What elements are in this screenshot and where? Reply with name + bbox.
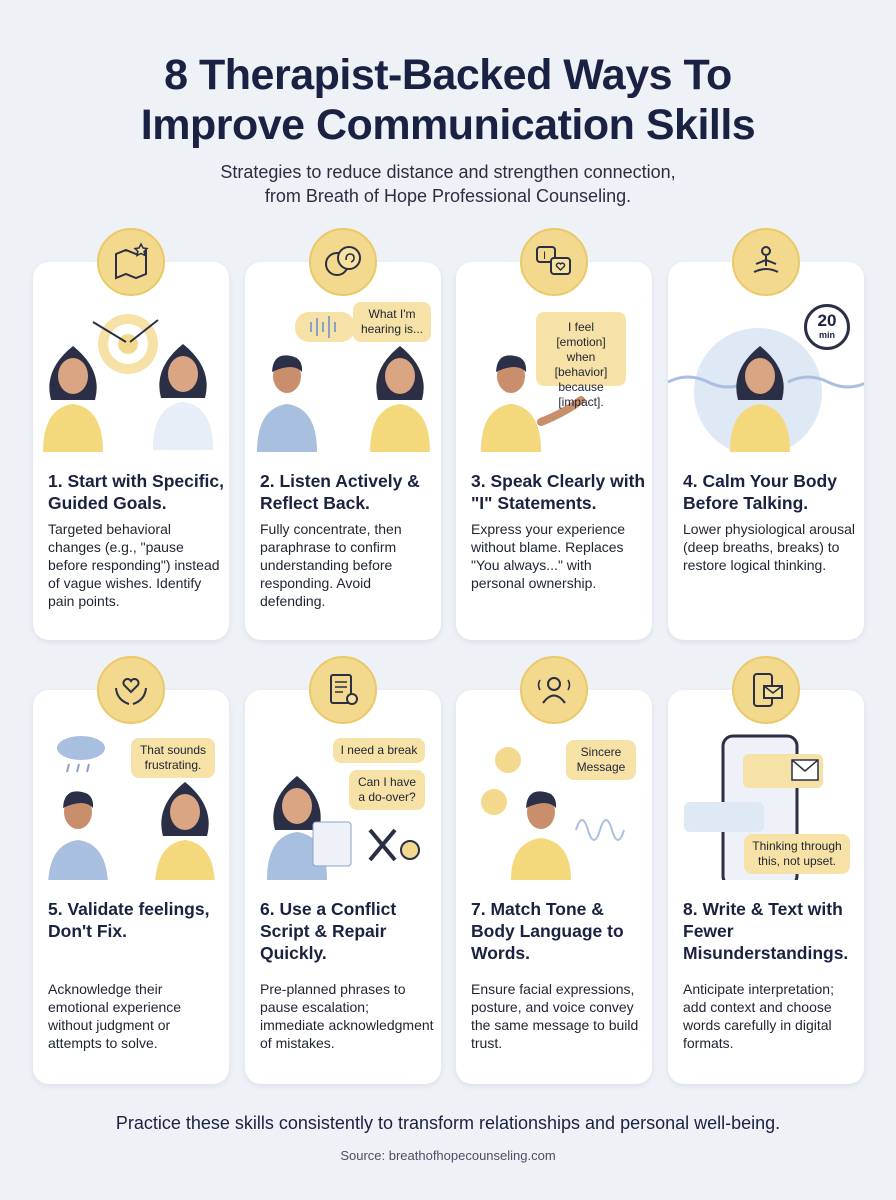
script-gear-icon [309,656,377,724]
card-title: 5. Validate feelings, Don't Fix. [48,899,210,941]
source-text: Source: breathofhopecounseling.com [340,1148,556,1163]
card-body: Anticipate interpretation; add context a… [683,981,834,1051]
validate-illustration [48,736,215,880]
timer-20-min: 20 min [804,304,850,350]
card-body: Targeted behavioral changes (e.g., "paus… [48,521,220,609]
map-star-icon [97,228,165,296]
card-body: Express your experience without blame. R… [471,521,626,591]
card-6: I need a break Can I have a do-over? 6. … [245,656,441,1084]
speech-bubble: I feel [emotion] when [behavior] because… [536,312,626,409]
card-title: 4. Calm Your Body Before Talking. [683,471,837,513]
card-title: 6. Use a Conflict Script & Repair Quickl… [260,899,397,963]
speech-bubble: Thinking through this, not upset. [744,834,850,874]
calm-illustration [668,328,864,452]
card-title: 1. Start with Specific, Guided Goals. [48,471,225,513]
heart-hands-icon [97,656,165,724]
card-body: Pre-planned phrases to pause escalation;… [260,981,434,1051]
card-2: What I'm hearing is... 2. Listen Activel… [245,228,441,640]
svg-text:I: I [543,250,546,262]
card-3: I feel [emotion] when [behavior] because… [456,228,652,640]
card-title: 7. Match Tone & Body Language to Words. [471,899,624,963]
speech-bubble: Can I have a do-over? [349,770,425,810]
meditation-icon [732,228,800,296]
card-4: 20 min 4. Calm Your Body Before Talking.… [668,228,864,640]
subtitle: Strategies to reduce distance and streng… [220,162,676,206]
card-body: Fully concentrate, then paraphrase to co… [260,521,402,609]
tone-illustration [481,747,625,880]
card-5: That sounds frustrating. 5. Validate fee… [33,656,229,1084]
card-title: 8. Write & Text with Fewer Misunderstand… [683,899,849,963]
card-title: 3. Speak Clearly with "I" Statements. [471,471,646,513]
speech-bubble: Sincere Message [566,740,636,780]
person-sound-icon [520,656,588,724]
ear-speech-icon [309,228,377,296]
speaking-illustration [481,355,585,452]
card-body: Acknowledge their emotional experience w… [48,981,182,1051]
i-heart-speech-icon: I [520,228,588,296]
card-body: Ensure facial expressions, posture, and … [471,981,639,1051]
card-8: Thinking through this, not upset. 8. Wri… [668,656,864,1084]
conflict-script-illustration [267,776,420,880]
goals-illustration [43,314,213,452]
footer-text: Practice these skills consistently to tr… [115,1113,781,1133]
card-title: 2. Listen Actively & Reflect Back. [260,471,420,513]
speech-bubble: I need a break [333,738,425,763]
listening-illustration [257,312,430,452]
card-7: Sincere Message 7. Match Tone & Body Lan… [456,656,652,1084]
speech-bubble: What I'm hearing is... [353,302,431,342]
speech-bubble: That sounds frustrating. [131,738,215,778]
card-body: Lower physiological arousal (deep breath… [683,521,855,573]
phone-message-icon [732,656,800,724]
card-1: 1. Start with Specific, Guided Goals. Ta… [33,228,229,640]
